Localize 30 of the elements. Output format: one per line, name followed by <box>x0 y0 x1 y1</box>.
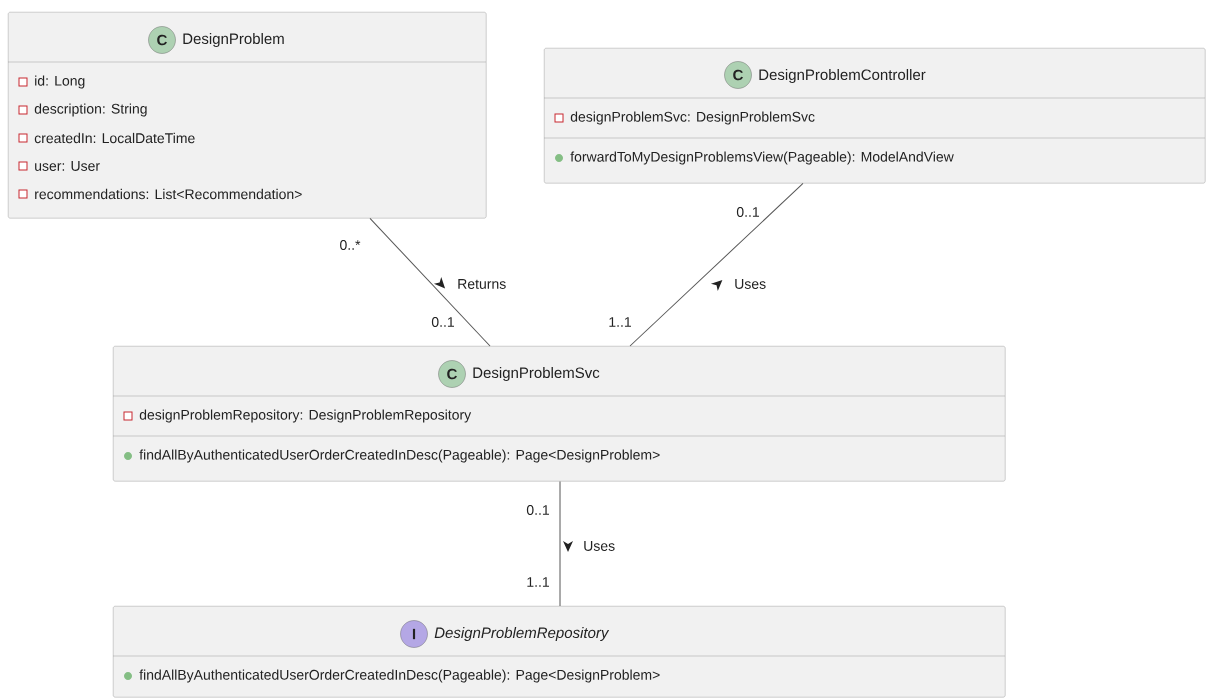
class-name: DesignProblemRepository <box>434 627 610 641</box>
attribute: id: Long <box>35 75 85 89</box>
multiplicity-label: 0..1 <box>526 505 549 515</box>
class-box <box>7 12 487 219</box>
edge-label: Uses <box>735 279 766 289</box>
attribute: designProblemSvc: DesignProblemSvc <box>570 111 815 125</box>
edge-label: Returns <box>458 279 506 289</box>
method: findAllByAuthenticatedUserOrderCreatedInDesc(Pageable): Page<DesignProblem> <box>139 669 660 683</box>
association-line <box>369 217 491 347</box>
class-box <box>543 48 1206 184</box>
association-line <box>629 182 804 347</box>
attribute: designProblemRepository: DesignProblemRepository <box>139 409 472 423</box>
attribute: createdIn: LocalDateTime <box>34 132 195 144</box>
multiplicity-label: 0..* <box>340 240 361 250</box>
edge-label: Uses <box>584 541 615 551</box>
multiplicity-label: 1..1 <box>609 317 631 327</box>
attribute: description: String <box>34 103 147 117</box>
multiplicity-label: 0..1 <box>736 207 759 217</box>
method: forwardToMyDesignProblemsView(Pageable): ModelAndView <box>570 151 954 165</box>
class-name: DesignProblemSvc <box>473 367 600 381</box>
association-line <box>559 480 561 607</box>
attribute: recommendations: List<Recommendation> <box>35 188 302 200</box>
multiplicity-label: 0..1 <box>431 317 454 327</box>
method: findAllByAuthenticatedUserOrderCreatedInDesc(Pageable): Page<DesignProblem> <box>139 449 660 463</box>
multiplicity-label: 1..1 <box>527 577 549 587</box>
class-box <box>112 346 1006 482</box>
attribute: user: User <box>35 161 100 171</box>
class-name: DesignProblemController <box>759 69 926 83</box>
class-name: DesignProblem <box>183 33 284 47</box>
class-box <box>112 606 1006 698</box>
